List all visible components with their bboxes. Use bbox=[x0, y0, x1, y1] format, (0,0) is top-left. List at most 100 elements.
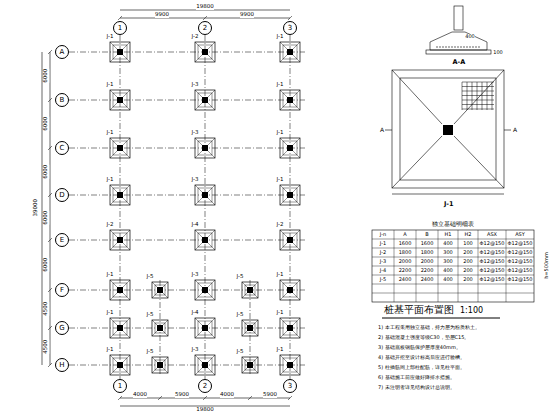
axis-bubble: 2 bbox=[198, 21, 212, 35]
slope-line bbox=[123, 331, 130, 338]
slope-line bbox=[152, 368, 157, 373]
slope-line bbox=[110, 368, 117, 375]
table-cell: 2000 bbox=[421, 259, 434, 264]
dim-tick bbox=[48, 193, 52, 197]
axis-bubble: 3 bbox=[283, 379, 297, 393]
table-cell: 200 bbox=[463, 250, 473, 255]
slope-line bbox=[280, 90, 287, 97]
slope-line bbox=[253, 282, 258, 287]
table-cell: 300 bbox=[443, 250, 453, 255]
axis-number: 2 bbox=[203, 383, 207, 390]
scale: 1:100 bbox=[460, 307, 483, 315]
footing-mark: J-5 bbox=[147, 349, 154, 355]
slope-line bbox=[208, 55, 215, 62]
slope-line bbox=[110, 331, 117, 338]
footing-mark: J-1 bbox=[277, 347, 284, 353]
slope-line bbox=[208, 185, 215, 192]
dim-tick bbox=[48, 238, 52, 242]
axis-number: B bbox=[60, 97, 65, 104]
axis-bubble: B bbox=[55, 93, 69, 107]
note-line: 2) 基础混凝土强度等级C30，垫层C15。 bbox=[378, 335, 469, 340]
slope-line bbox=[293, 42, 300, 49]
footing-mark: J-1 bbox=[107, 130, 114, 136]
slope-line bbox=[123, 318, 130, 325]
slope-line bbox=[195, 185, 202, 192]
slope-line bbox=[280, 280, 287, 287]
axis-number: 1 bbox=[118, 25, 122, 32]
footing-mark: J-2 bbox=[277, 222, 284, 228]
slope-line bbox=[293, 331, 300, 338]
table-cell: Φ12@150 bbox=[508, 250, 533, 255]
slope-line bbox=[110, 138, 117, 145]
drawing-title: 桩基平面布置图 bbox=[384, 305, 454, 315]
axis-number: 2 bbox=[203, 25, 207, 32]
slope-line bbox=[253, 368, 258, 373]
footing-mark: J-1 bbox=[107, 347, 114, 353]
note-line: 7) 未注明者详见结构设计总说明。 bbox=[378, 385, 455, 390]
table-cell: 1600 bbox=[399, 241, 412, 246]
slope-line bbox=[195, 151, 202, 158]
axis-line bbox=[69, 290, 305, 291]
table-cell: 2400 bbox=[399, 277, 412, 282]
slope-line bbox=[123, 243, 130, 250]
dimension: 9900 bbox=[240, 12, 254, 18]
axis-bubble: A bbox=[55, 45, 69, 59]
slope-line bbox=[152, 320, 157, 325]
slope-line bbox=[195, 90, 202, 97]
slope-line bbox=[195, 331, 202, 338]
footing-mark: J-1 bbox=[277, 177, 284, 183]
table-cell: J-4 bbox=[380, 268, 386, 273]
table-cell: Φ12@150 bbox=[480, 259, 505, 264]
dimension: 19800 bbox=[196, 407, 214, 413]
slope-line bbox=[280, 151, 287, 158]
rebar-line bbox=[492, 82, 493, 110]
dim-tick bbox=[158, 396, 162, 400]
slope-line bbox=[242, 331, 247, 336]
slope-line bbox=[280, 331, 287, 338]
rebar-line bbox=[462, 91, 494, 92]
slope-line bbox=[208, 90, 215, 97]
dim-tick bbox=[203, 16, 207, 20]
table-title: 独立基础明细表 bbox=[432, 221, 474, 227]
slope-line bbox=[293, 185, 300, 192]
dimension: 6000 bbox=[43, 258, 49, 272]
slope-line bbox=[195, 55, 202, 62]
table-cell: 200 bbox=[463, 268, 473, 273]
slope-line bbox=[253, 331, 258, 336]
axis-bubble: 2 bbox=[198, 379, 212, 393]
axis-line bbox=[69, 52, 305, 53]
footing-mark: J-2 bbox=[192, 34, 199, 40]
slope-line bbox=[280, 185, 287, 192]
slope-line bbox=[293, 280, 300, 287]
axis-line bbox=[69, 100, 305, 101]
table-cell: Φ12@150 bbox=[508, 268, 533, 273]
table-rule bbox=[438, 230, 439, 302]
footing-mark: J-3 bbox=[192, 272, 199, 278]
axis-bubble: 1 bbox=[113, 21, 127, 35]
dimension: 6000 bbox=[43, 69, 49, 83]
slope-line bbox=[110, 42, 117, 49]
table-cell: 200 bbox=[463, 259, 473, 264]
slope-line bbox=[293, 243, 300, 250]
slope-line bbox=[293, 90, 300, 97]
axis-bubble: G bbox=[55, 321, 69, 335]
slope-line bbox=[280, 355, 287, 362]
slope-line bbox=[195, 243, 202, 250]
section-title: A-A bbox=[453, 59, 466, 66]
dim-tick bbox=[288, 16, 292, 20]
slope-line bbox=[293, 293, 300, 300]
slope-line bbox=[152, 293, 157, 298]
cut-mark: A bbox=[513, 127, 517, 133]
slope-line bbox=[110, 55, 117, 62]
slope-line bbox=[163, 331, 168, 336]
table-rule bbox=[372, 293, 534, 294]
dimension: 19800 bbox=[196, 4, 214, 10]
table-cell: Φ12@150 bbox=[508, 277, 533, 282]
axis-bubble: 3 bbox=[283, 21, 297, 35]
footing-mark: J-1 bbox=[107, 177, 114, 183]
table-cell: Φ12@150 bbox=[480, 268, 505, 273]
table-cell: 200 bbox=[463, 277, 473, 282]
slope-line bbox=[208, 293, 215, 300]
slope-line bbox=[110, 280, 117, 287]
footing-mark: J-5 bbox=[237, 349, 244, 355]
